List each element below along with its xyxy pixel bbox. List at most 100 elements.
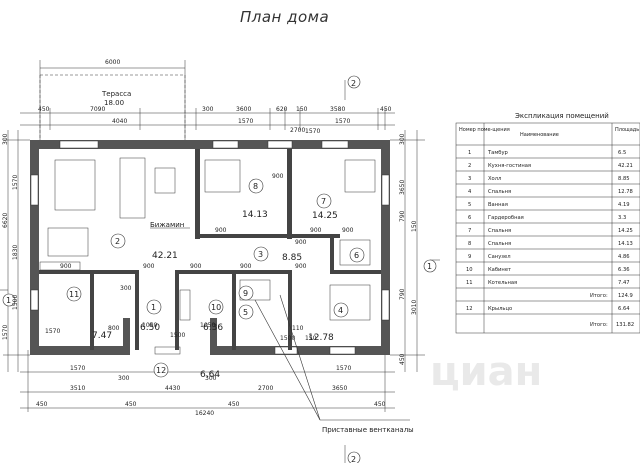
dim-right-5: 790: [399, 288, 406, 300]
dim-top-9: 4040: [112, 118, 127, 125]
inner-mark-4: 900: [215, 227, 227, 234]
windows: [30, 140, 390, 355]
inner-mark-3: 900: [295, 263, 307, 270]
table-row-3-area: 8.85: [618, 176, 630, 182]
dim-bottom-1: 3510: [70, 385, 85, 392]
room-circles: [66, 178, 365, 378]
room-11-area: 7.47: [92, 331, 112, 341]
dim-top-0: 6000: [105, 59, 120, 66]
dim-top-8: 450: [380, 106, 392, 113]
table-row-8-area: 14.13: [618, 241, 633, 247]
dim-right-1: 3650: [399, 180, 406, 195]
room-5-number: 5: [243, 308, 248, 317]
table-row-1-num: 1: [468, 150, 471, 156]
furniture-label: Бижамин: [150, 221, 184, 229]
table-total1-label: Итого:: [590, 293, 608, 299]
dim-bottom-4: 3650: [332, 385, 347, 392]
table-row-12-name: Крыльцо: [488, 306, 512, 312]
dim-bottom-12: 1050: [142, 322, 157, 329]
inner-mark-16: 300: [120, 285, 132, 292]
inner-mark-12: 150: [305, 335, 317, 342]
table-row-9-name: Санузел: [488, 254, 511, 260]
overall-width: 16240: [195, 410, 214, 417]
dim-bottom-9: 300: [205, 375, 217, 382]
dim-bottom-10: 450: [125, 401, 137, 408]
table-row-9-num: 9: [468, 254, 471, 260]
dim-bottom-6: 450: [36, 401, 48, 408]
room-2-area: 42.21: [152, 251, 178, 261]
inner-mark-1: 900: [190, 263, 202, 270]
vent-label: Приставные вентканалы: [322, 426, 414, 434]
dim-top-1: 450: [38, 106, 50, 113]
room-12-area: 6.64: [200, 370, 220, 380]
room-11-number: 11: [69, 290, 79, 299]
inner-mark-9: 900: [272, 173, 284, 180]
room-3-number: 3: [258, 250, 263, 259]
table-row-3-name: Холл: [488, 176, 501, 182]
table-row-5-area: 4.19: [618, 202, 630, 208]
table-row-12-area: 6.64: [618, 306, 630, 312]
room-10-number: 10: [211, 303, 221, 312]
bed-room8: [204, 159, 241, 193]
inner-mark-0: 900: [143, 263, 155, 270]
inner-mark-13: 110: [292, 325, 304, 332]
room-7-area: 14.25: [312, 211, 338, 221]
table-row-2-name: Кухня-гостиная: [488, 163, 531, 169]
terrace-label: Терасса: [101, 90, 131, 98]
room-4-number: 4: [338, 306, 343, 315]
study-desk: [179, 289, 191, 321]
dim-left-0: 300: [2, 133, 9, 145]
table-row-5-num: 5: [468, 202, 471, 208]
dim-bottom-14: 1050: [200, 322, 215, 329]
table-title: Экспликация помещений: [515, 112, 609, 120]
dim-bottom-0: 1570: [70, 365, 85, 372]
room-7-number: 7: [321, 197, 326, 206]
table-row-2-area: 42.21: [618, 163, 633, 169]
table-row-11-num: 11: [466, 280, 473, 286]
room-10-area: 6.36: [203, 323, 223, 333]
room-table: Экспликация помещений Номер поме-щения Н…: [455, 112, 640, 334]
inner-mark-17: 2700: [290, 127, 305, 134]
table-row-3-num: 3: [468, 176, 471, 182]
dim-left-1: 6620: [2, 213, 9, 228]
inner-mark-11: 1500: [280, 335, 295, 342]
room-1-area: 6.50: [140, 323, 160, 333]
dim-right-2: 790: [399, 210, 406, 222]
section-mark-left: 1: [6, 296, 11, 305]
table-row-4-num: 4: [468, 189, 472, 195]
dining-table: [54, 159, 96, 211]
inner-mark-14: 1570: [45, 328, 60, 335]
inner-mark-6: 900: [342, 227, 354, 234]
vent-leader: [254, 294, 410, 421]
room-6-number: 6: [354, 251, 359, 260]
dim-right-3: 150: [411, 220, 418, 232]
room-1-number: 1: [151, 303, 156, 312]
room-8-area: 14.13: [242, 210, 268, 220]
section-mark-top: 2: [351, 79, 356, 88]
inner-mark-8: 900: [60, 263, 72, 270]
table-row-4-area: 12.78: [618, 189, 633, 195]
sofa: [119, 157, 146, 219]
room-9-number: 9: [243, 289, 248, 298]
table-row-7-area: 14.25: [618, 228, 633, 234]
wardrobe: [339, 239, 371, 266]
inner-mark-15: 1570: [305, 128, 320, 135]
bed-room4: [329, 284, 371, 321]
table-row-11-name: Котельная: [488, 280, 517, 286]
dim-bottom-13: 1500: [170, 332, 185, 339]
dim-bottom-8: 300: [118, 375, 130, 382]
dim-right-0: 300: [399, 133, 406, 145]
table-header-name: Наименование: [520, 132, 559, 138]
dim-bottom-2: 4430: [165, 385, 180, 392]
bed-room7: [344, 159, 376, 193]
inner-mark-10: 800: [108, 325, 120, 332]
table-header-number: Номер поме-щения: [459, 127, 510, 133]
dim-right-6: 450: [399, 353, 406, 365]
dim-left-3: 1500: [12, 295, 19, 310]
furniture: [39, 157, 376, 321]
kitchen-island: [47, 227, 89, 257]
table-total2-value: 131.82: [616, 322, 634, 328]
dim-top-2: 7090: [90, 106, 105, 113]
section-mark-right: 1: [427, 262, 432, 271]
